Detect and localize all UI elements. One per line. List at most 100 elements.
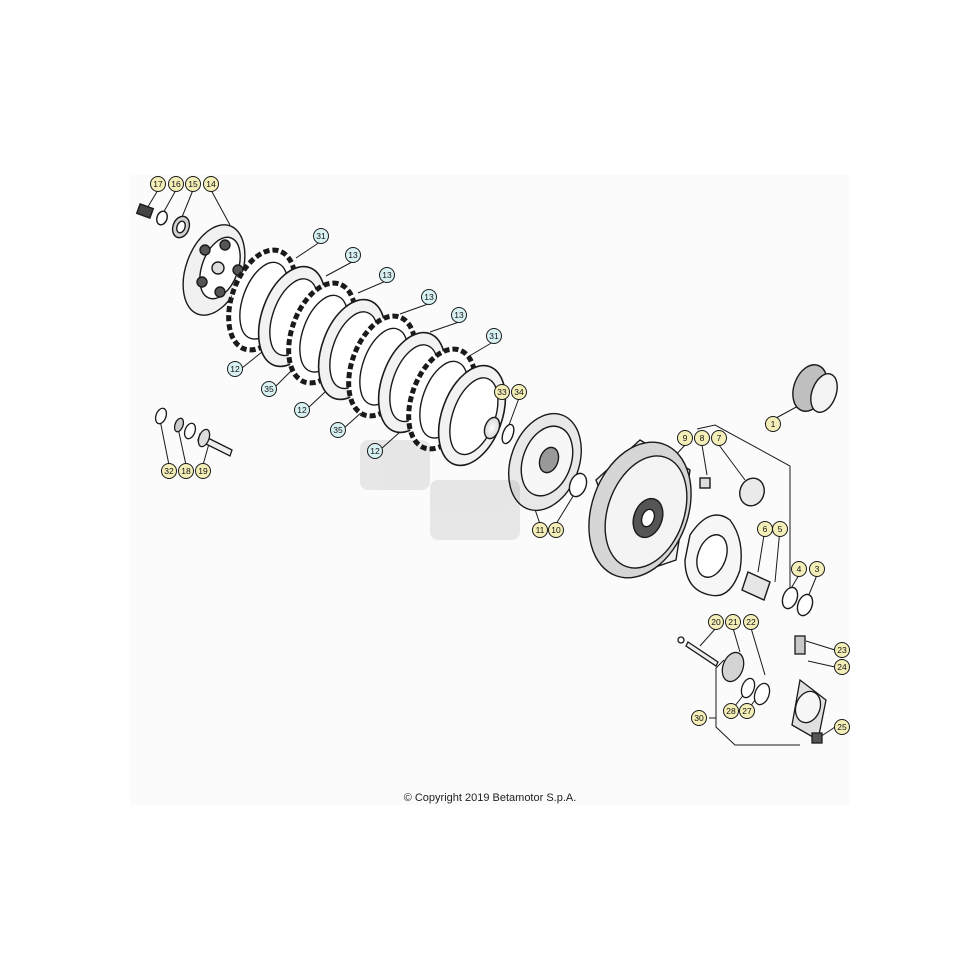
callout-21: 21 <box>725 614 741 630</box>
callout-number: 13 <box>424 292 434 302</box>
callout-circle <box>185 176 201 192</box>
callout-circle <box>494 384 510 400</box>
callout-circle <box>511 384 527 400</box>
callout-circle <box>739 703 755 719</box>
callout-30: 30 <box>691 710 707 726</box>
callout-6: 6 <box>757 521 773 537</box>
callout-12a: 12 <box>227 361 243 377</box>
callout-circle <box>834 659 850 675</box>
callout-31a: 31 <box>313 228 329 244</box>
callout-circle <box>548 522 564 538</box>
callout-number: 34 <box>514 387 524 397</box>
bearing-and-washer <box>483 416 515 445</box>
clutch-slave-cylinder <box>677 635 827 744</box>
callout-5: 5 <box>772 521 788 537</box>
callout-16: 16 <box>168 176 184 192</box>
callout-25: 25 <box>834 719 850 735</box>
callout-number: 12 <box>297 405 307 415</box>
callout-19: 19 <box>195 463 211 479</box>
callout-33: 33 <box>494 384 510 400</box>
callout-15: 15 <box>185 176 201 192</box>
copyright-text: © Copyright 2019 Betamotor S.p.A. <box>403 792 577 804</box>
steel-plate <box>437 364 507 467</box>
callout-circle <box>743 614 759 630</box>
callout-number: 12 <box>370 446 380 456</box>
callout-11: 11 <box>532 522 548 538</box>
callout-circle <box>261 381 277 397</box>
callout-12c: 12 <box>367 443 383 459</box>
callout-17: 17 <box>150 176 166 192</box>
callout-number: 24 <box>837 662 847 672</box>
callout-number: 31 <box>489 331 499 341</box>
callout-number: 13 <box>382 270 392 280</box>
callout-circle <box>330 422 346 438</box>
callout-34: 34 <box>511 384 527 400</box>
callout-circle <box>723 703 739 719</box>
callout-number: 27 <box>742 706 752 716</box>
callout-circle <box>195 463 211 479</box>
callout-circle <box>345 247 361 263</box>
callout-circle <box>379 267 395 283</box>
callout-circle <box>451 307 467 323</box>
gasket-and-bushings <box>684 514 814 617</box>
watermark-logo <box>360 440 520 540</box>
callout-circle <box>421 289 437 305</box>
callout-8: 8 <box>694 430 710 446</box>
callout-circle <box>486 328 502 344</box>
callout-number: 20 <box>711 617 721 627</box>
callout-circle <box>161 463 177 479</box>
callout-circle <box>313 228 329 244</box>
callout-circle <box>694 430 710 446</box>
callout-13d: 13 <box>451 307 467 323</box>
callout-20: 20 <box>708 614 724 630</box>
callout-number: 15 <box>188 179 198 189</box>
callout-14: 14 <box>203 176 219 192</box>
clutch-basket <box>588 439 692 579</box>
callout-number: 16 <box>171 179 181 189</box>
callout-circle <box>791 561 807 577</box>
callout-10: 10 <box>548 522 564 538</box>
callout-circle <box>227 361 243 377</box>
callout-13b: 13 <box>379 267 395 283</box>
callout-circle <box>150 176 166 192</box>
callout-13a: 13 <box>345 247 361 263</box>
callout-number: 25 <box>837 722 847 732</box>
callout-number: 8 <box>700 433 705 443</box>
callout-number: 13 <box>454 310 464 320</box>
callout-13c: 13 <box>421 289 437 305</box>
callout-number: 3 <box>815 564 820 574</box>
callout-number: 35 <box>264 384 274 394</box>
callout-7: 7 <box>711 430 727 446</box>
callout-number: 22 <box>746 617 756 627</box>
callout-circle <box>834 642 850 658</box>
callout-18: 18 <box>178 463 194 479</box>
callout-4: 4 <box>791 561 807 577</box>
callout-number: 28 <box>726 706 736 716</box>
callout-24: 24 <box>834 659 850 675</box>
callout-circle <box>677 430 693 446</box>
callout-23: 23 <box>834 642 850 658</box>
callout-number: 19 <box>198 466 208 476</box>
callout-number: 14 <box>206 179 216 189</box>
callout-number: 32 <box>164 466 174 476</box>
callout-number: 11 <box>536 525 545 535</box>
callout-3: 3 <box>809 561 825 577</box>
clutch-inner-hub <box>508 412 588 512</box>
callout-circle <box>809 561 825 577</box>
callout-number: 21 <box>728 617 738 627</box>
callout-number: 23 <box>837 645 847 655</box>
callout-number: 31 <box>316 231 326 241</box>
callout-31b: 31 <box>486 328 502 344</box>
callout-circle <box>834 719 850 735</box>
callout-circle <box>203 176 219 192</box>
callout-number: 12 <box>230 364 240 374</box>
callout-number: 17 <box>153 179 163 189</box>
callout-number: 9 <box>683 433 688 443</box>
callout-circle <box>765 416 781 432</box>
callout-circle <box>711 430 727 446</box>
callout-circle <box>532 522 548 538</box>
callout-1: 1 <box>765 416 781 432</box>
callout-circle <box>772 521 788 537</box>
